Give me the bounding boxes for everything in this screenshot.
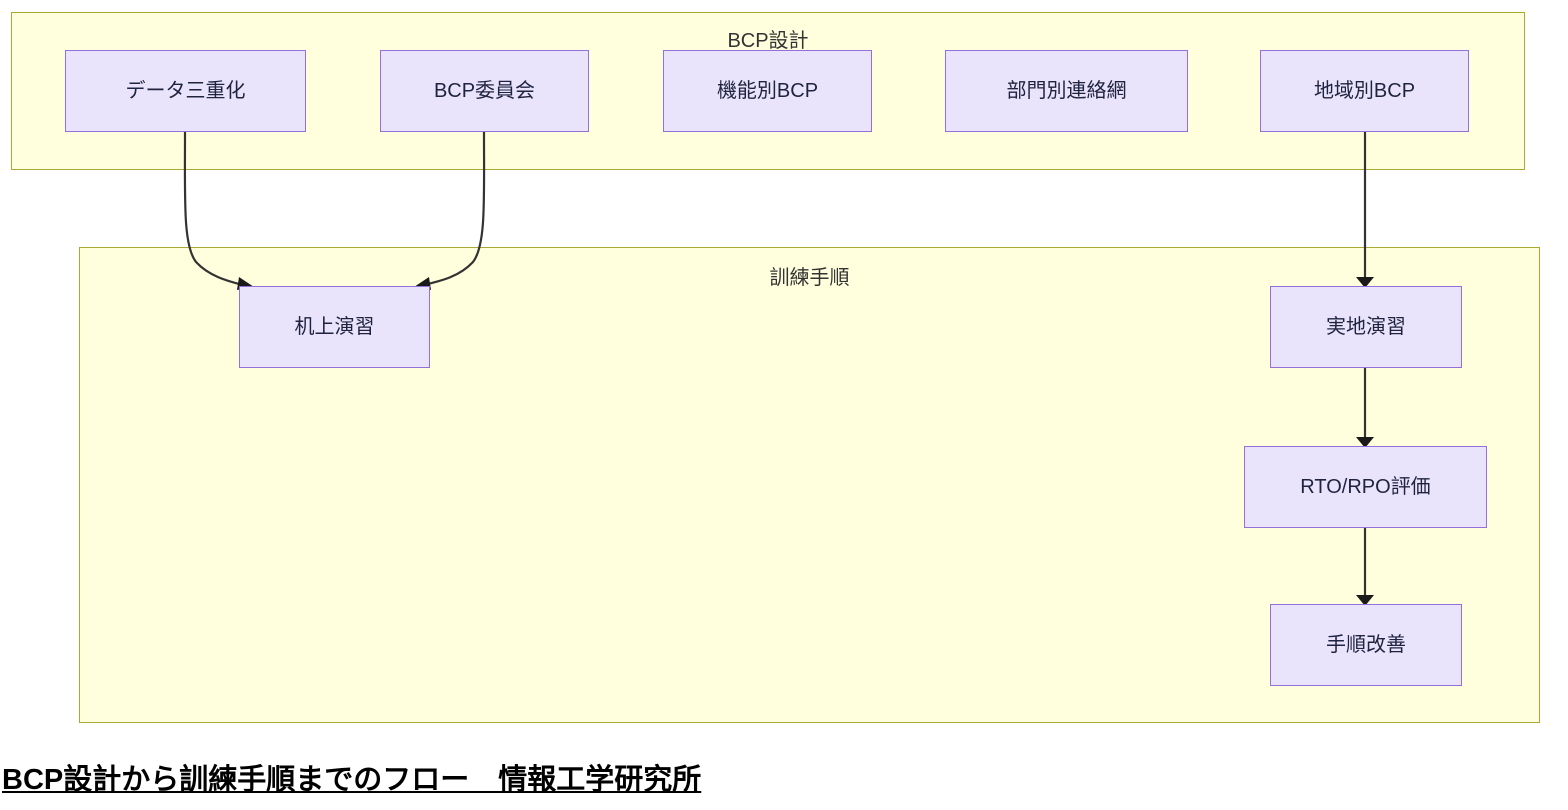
node-procedure-improve[interactable]: 手順改善 [1270, 604, 1462, 686]
node-field-drill[interactable]: 実地演習 [1270, 286, 1462, 368]
cluster-label-bcp-design: BCP設計 [727, 30, 809, 52]
node-functional-bcp[interactable]: 機能別BCP [663, 50, 872, 132]
diagram-caption: BCP設計から訓練手順までのフロー 情報工学研究所 [2, 764, 702, 796]
node-regional-bcp[interactable]: 地域別BCP [1260, 50, 1469, 132]
cluster-label-training-procedure: 訓練手順 [769, 267, 850, 289]
node-bcp-committee[interactable]: BCP委員会 [380, 50, 589, 132]
node-tabletop-drill[interactable]: 机上演習 [239, 286, 430, 368]
node-rto-rpo-eval[interactable]: RTO/RPO評価 [1244, 446, 1487, 528]
node-data-triplication[interactable]: データ三重化 [65, 50, 306, 132]
node-dept-contact-net[interactable]: 部門別連絡網 [945, 50, 1188, 132]
